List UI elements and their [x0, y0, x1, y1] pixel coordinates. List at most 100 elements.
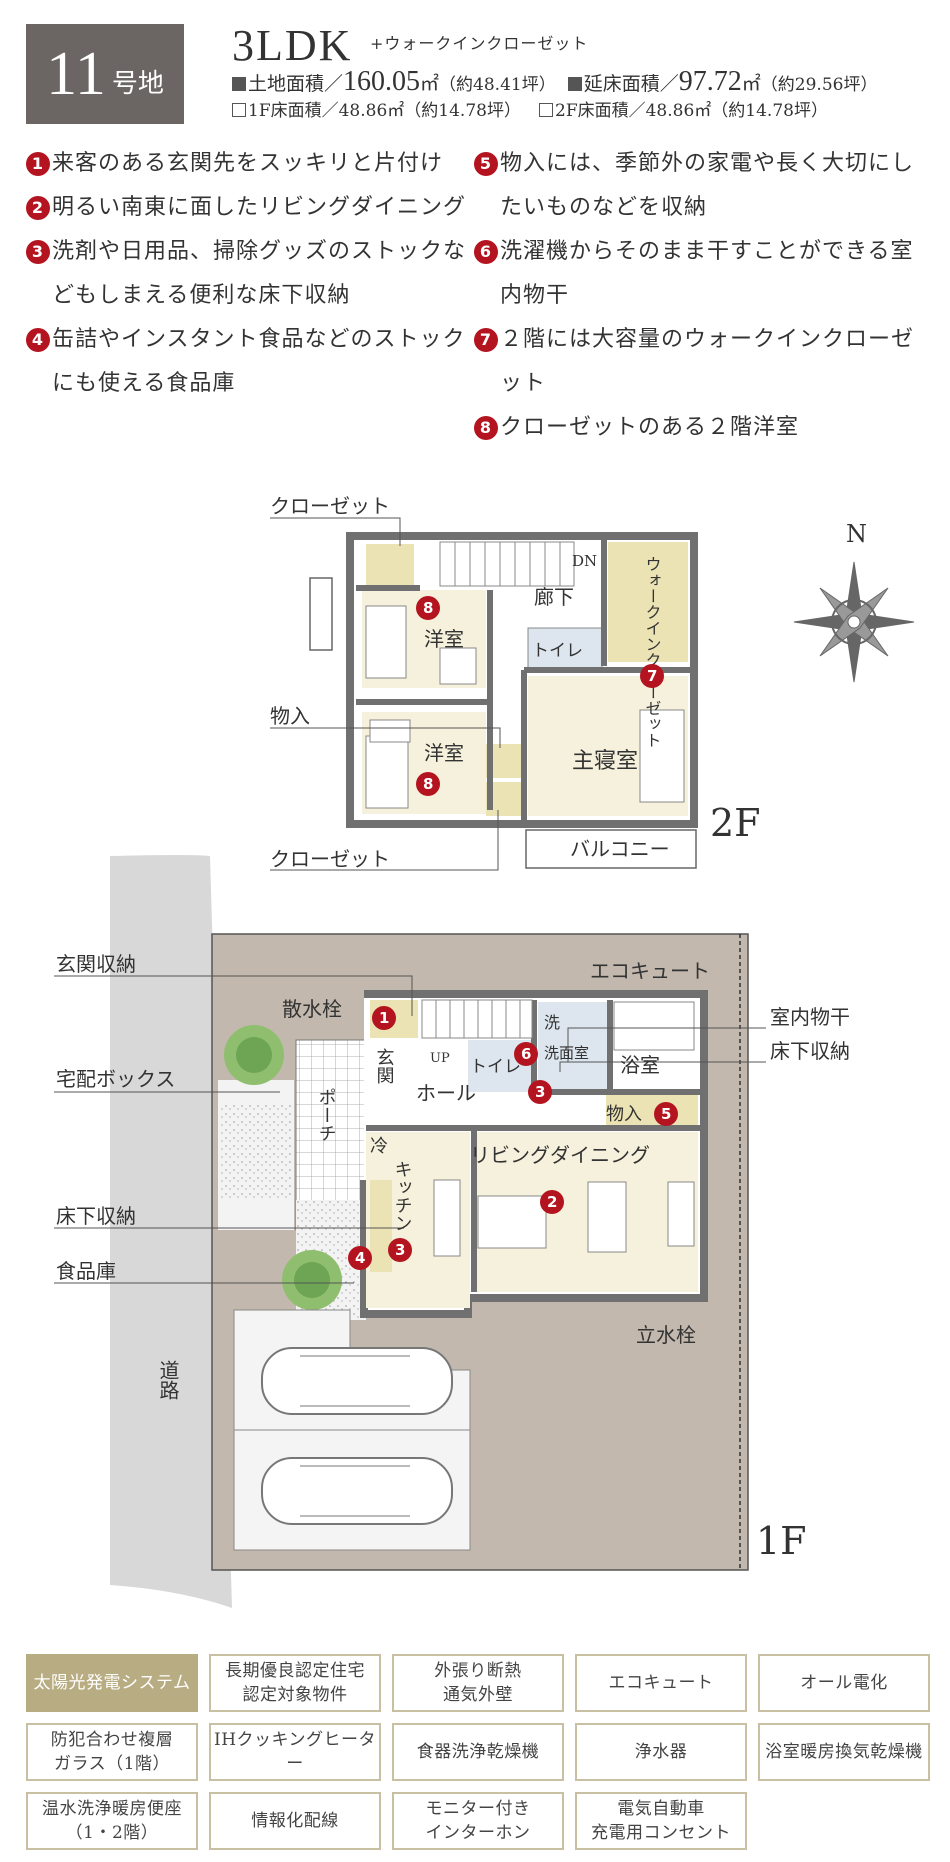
- feature-number-badge: 5: [474, 152, 498, 176]
- area-spec-row-1: 土地面積／160.05㎡（約48.41坪） 延床面積／97.72㎡（約29.56…: [232, 66, 877, 98]
- feature-number-badge: 8: [474, 416, 498, 440]
- equipment-item: IHクッキングヒーター: [209, 1723, 381, 1781]
- walk-in-closet: [608, 542, 688, 662]
- label-storage-2f: 物入: [270, 704, 310, 728]
- label-faucet: 散水栓: [282, 997, 342, 1021]
- equipment-item: 外張り断熱 通気外壁: [392, 1654, 564, 1712]
- label-washroom: 洗面室: [544, 1044, 589, 1062]
- floor-area-unit: ㎡: [741, 73, 761, 95]
- feature-text: 洗濯機からそのまま干すことができる室内物干: [500, 239, 914, 308]
- svg-text:5: 5: [661, 1105, 671, 1123]
- label-closet-top: クローゼット: [270, 494, 390, 518]
- label-kitchen: キッチン: [392, 1160, 413, 1232]
- f2-floor-area: 2F床面積／48.86㎡（約14.78坪）: [555, 101, 828, 121]
- label-closet-bottom: クローゼット: [270, 847, 390, 871]
- lot-number-badge: 11 号地: [26, 24, 184, 124]
- feature-number-badge: 1: [26, 152, 50, 176]
- svg-text:8: 8: [423, 599, 433, 617]
- feature-number-badge: 3: [26, 240, 50, 264]
- label-washer: 洗: [544, 1013, 560, 1032]
- svg-text:3: 3: [535, 1083, 545, 1101]
- open-square-icon: [232, 103, 246, 117]
- marker-4-pantry: 4: [348, 1246, 372, 1270]
- svg-text:4: 4: [355, 1249, 365, 1267]
- washroom: [538, 1002, 608, 1090]
- equipment-item: 情報化配線: [209, 1792, 381, 1850]
- floor-area-value: 97.72: [678, 66, 742, 97]
- furniture-2f: [365, 605, 685, 809]
- stairs-2f: [439, 541, 575, 587]
- equipment-item: 電気自動車 充電用コンセント: [575, 1792, 747, 1850]
- plan-type: 3LDK: [232, 21, 353, 70]
- floor-area-tsubo: （約29.56坪）: [760, 75, 878, 95]
- road-area: [110, 855, 232, 1608]
- marker-3-washroom: 3: [528, 1080, 552, 1104]
- marker-3-kitchen: 3: [388, 1238, 412, 1262]
- floor-plan-drawing: クローゼット 物入 クローゼット 洋室 洋室 廊下 トイレ DN ウォークインク…: [54, 494, 915, 1608]
- svg-text:6: 6: [521, 1045, 531, 1063]
- feature-text: 缶詰やインスタント食品などのストックにも使える食品庫: [52, 327, 466, 396]
- equipment-grid: 太陽光発電システム長期優良認定住宅 認定対象物件外張り断熱 通気外壁エコキュート…: [26, 1654, 931, 1850]
- closet-top: [366, 544, 414, 586]
- label-living-dining: リビングダイニング: [470, 1143, 650, 1167]
- label-bath: 浴室: [620, 1053, 660, 1077]
- car-icon-2: [261, 1457, 453, 1525]
- floor-label-2f: 2F: [710, 801, 761, 845]
- car-icon: [261, 1347, 453, 1415]
- feature-number-badge: 2: [26, 196, 50, 220]
- label-western-room-1: 洋室: [424, 627, 464, 651]
- svg-text:2: 2: [547, 1193, 557, 1211]
- equipment-item: 長期優良認定住宅 認定対象物件: [209, 1654, 381, 1712]
- svg-text:8: 8: [423, 775, 433, 793]
- label-balcony: バルコニー: [570, 837, 670, 861]
- floor-area-label: 延床面積／: [583, 73, 679, 95]
- label-master-bedroom: 主寝室: [572, 749, 638, 774]
- label-standpipe: 立水栓: [636, 1323, 696, 1347]
- feature-text: 洗剤や日用品、掃除グッズのストックなどもしまえる便利な床下収納: [52, 239, 467, 308]
- label-entrance: 玄関: [374, 1048, 395, 1084]
- label-indoor-drying: 室内物干: [770, 1005, 850, 1029]
- first-floor-leader-lines: [54, 975, 766, 1284]
- equipment-item: モニター付き インターホン: [392, 1792, 564, 1850]
- bathtub-icon: [613, 1001, 695, 1051]
- equipment-item: エコキュート: [575, 1654, 747, 1712]
- plan-subtitle: +ウォークインクローゼット: [370, 34, 589, 53]
- marker-8-room2: 8: [416, 772, 440, 796]
- svg-text:1: 1: [379, 1009, 389, 1027]
- toilet-2f: [527, 627, 603, 673]
- equipment-item: 温水洗浄暖房便座 （1・2階）: [26, 1792, 198, 1850]
- feature-number-badge: 4: [26, 328, 50, 352]
- marker-6-washer: 6: [514, 1042, 538, 1066]
- compass-icon: N: [793, 520, 915, 683]
- label-dn: DN: [572, 552, 597, 570]
- label-underfloor-storage: 床下収納: [56, 1204, 136, 1228]
- equipment-item: 浴室暖房換気乾燥機: [758, 1723, 930, 1781]
- area-spec-row-2: 1F床面積／48.86㎡（約14.78坪） 2F床面積／48.86㎡（約14.7…: [232, 96, 828, 121]
- stairs-1f: [421, 999, 533, 1039]
- equipment-item: 太陽光発電システム: [26, 1654, 198, 1712]
- label-porch: ポーチ: [316, 1088, 337, 1142]
- label-toilet-1f: トイレ: [470, 1057, 521, 1077]
- lot-suffix: 号地: [111, 68, 164, 99]
- feature-number-badge: 6: [474, 240, 498, 264]
- label-walk-in-closet: ウォークインクローゼット: [643, 556, 662, 748]
- compass-north-label: N: [846, 520, 867, 548]
- lot-number: 11: [46, 40, 106, 108]
- tree-inner: [236, 1037, 272, 1073]
- gravel-area: [220, 1104, 292, 1200]
- label-up: UP: [430, 1051, 450, 1066]
- first-floor-plan: 玄関収納 宅配ボックス 床下収納 食品庫 道路 散水栓 エコキュート 室内物干 …: [54, 855, 850, 1608]
- label-delivery-box: 宅配ボックス: [56, 1067, 175, 1091]
- feature-text: 来客のある玄関先をスッキリと片付け: [52, 151, 444, 176]
- label-hallway-2f: 廊下: [534, 585, 574, 609]
- second-floor-plan: クローゼット 物入 クローゼット 洋室 洋室 廊下 トイレ DN ウォークインク…: [270, 494, 915, 871]
- filled-square-icon: [567, 77, 582, 91]
- label-western-room-2: 洋室: [424, 741, 464, 765]
